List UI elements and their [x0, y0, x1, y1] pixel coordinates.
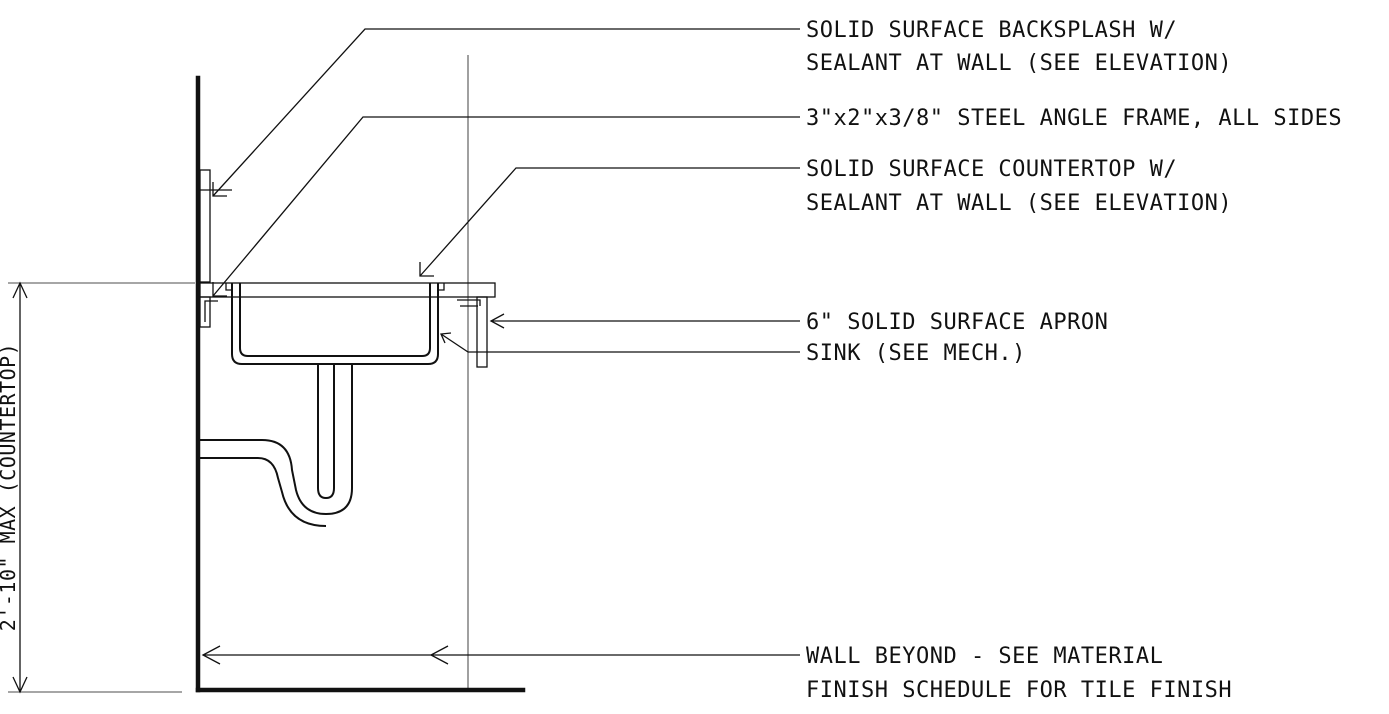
- angle-right-top: [457, 299, 481, 306]
- sink-outer: [231, 283, 439, 365]
- countertop: [199, 282, 496, 328]
- apron-panel: [476, 296, 488, 368]
- note-apron: 6" SOLID SURFACE APRON: [806, 310, 1108, 335]
- sink-rim-left: [225, 283, 232, 291]
- leader-sink: [440, 332, 800, 353]
- steel-angle-frame: [204, 299, 481, 322]
- note-countertop-line1: SOLID SURFACE COUNTERTOP W/: [806, 157, 1177, 182]
- leader-countertop-line: [419, 167, 800, 277]
- leader-backsplash-line: [212, 28, 800, 197]
- leader-countertop-arrow: [419, 262, 434, 277]
- wall: [195, 75, 526, 693]
- leader-wall-beyond: [201, 645, 800, 665]
- leader-wall-arrow-1: [201, 645, 221, 665]
- sink-inner: [239, 283, 431, 357]
- note-countertop-line2: SEALANT AT WALL (SEE ELEVATION): [806, 191, 1232, 216]
- backsplash-panel: [199, 169, 211, 283]
- note-sink: SINK (SEE MECH.): [806, 341, 1026, 366]
- leader-backsplash-arrow: [212, 182, 227, 197]
- angle-left: [204, 300, 218, 322]
- trap-outer: [200, 364, 353, 516]
- leader-countertop: [419, 167, 800, 277]
- sink-rim-right: [438, 283, 445, 291]
- dimension-arrow-top: [12, 281, 28, 299]
- leader-apron: [489, 313, 800, 329]
- leader-angle-frame: [212, 116, 800, 297]
- leader-angle-line: [212, 116, 800, 297]
- countertop-slab: [199, 282, 496, 298]
- note-backsplash-line1: SOLID SURFACE BACKSPLASH W/: [806, 18, 1177, 43]
- wall-edge-block: [199, 296, 211, 328]
- p-trap: [200, 364, 353, 527]
- leader-wall-arrow-2: [429, 645, 449, 665]
- note-angle-frame: 3"x2"x3/8" STEEL ANGLE FRAME, ALL SIDES: [806, 106, 1342, 131]
- dimension-arrow-bottom: [12, 676, 28, 694]
- leader-angle-arrow: [212, 282, 227, 297]
- leader-backsplash: [212, 28, 800, 197]
- dimension-label: 2'-10" MAX (COUNTERTOP): [0, 343, 20, 631]
- leader-apron-arrow: [489, 313, 505, 329]
- note-wall-beyond-line1: WALL BEYOND - SEE MATERIAL: [806, 644, 1163, 669]
- tailpiece: [317, 364, 335, 500]
- sink-bowl: [225, 283, 445, 365]
- leader-sink-line: [440, 333, 800, 353]
- height-dimension: 2'-10" MAX (COUNTERTOP): [0, 281, 195, 694]
- backsplash: [199, 169, 232, 283]
- leader-sink-arrow: [440, 332, 452, 344]
- trap-inner: [200, 457, 327, 527]
- note-backsplash-line2: SEALANT AT WALL (SEE ELEVATION): [806, 51, 1232, 76]
- note-wall-beyond-line2: FINISH SCHEDULE FOR TILE FINISH: [806, 678, 1232, 703]
- notes: SOLID SURFACE BACKSPLASH W/ SEALANT AT W…: [806, 18, 1342, 703]
